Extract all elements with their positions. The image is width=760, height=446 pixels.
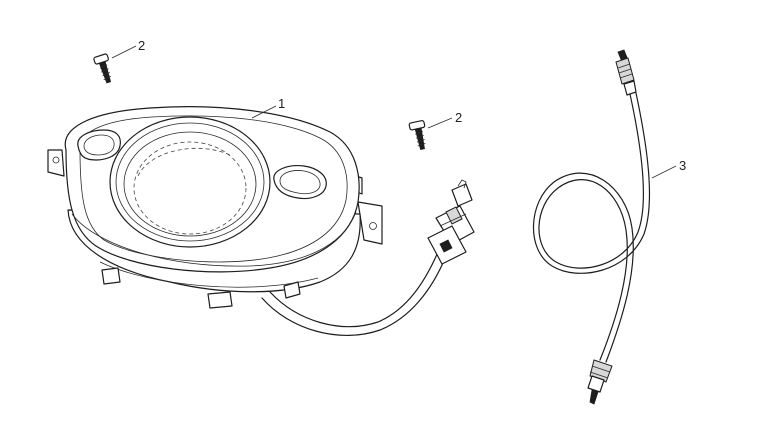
callout-label-2-right: 2 xyxy=(455,110,462,125)
connector-plug xyxy=(427,179,475,265)
speedometer-cable xyxy=(532,49,651,405)
callout-label-3: 3 xyxy=(679,158,686,173)
screw-right xyxy=(408,120,426,150)
callout-2-top: 2 xyxy=(111,38,145,59)
callout-2-right: 2 xyxy=(427,110,462,129)
callout-label-2-top: 2 xyxy=(138,38,145,53)
screw-top-left xyxy=(93,53,112,84)
callout-3: 3 xyxy=(651,158,686,179)
callout-1: 1 xyxy=(251,96,285,119)
speedometer-assembly xyxy=(47,106,383,309)
callout-label-1: 1 xyxy=(278,96,285,111)
wiring-harness xyxy=(261,179,475,337)
